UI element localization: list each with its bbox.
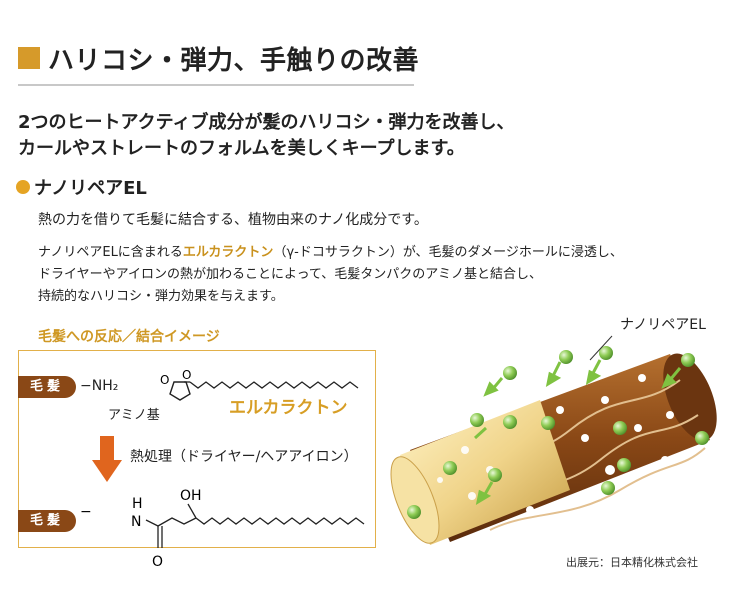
body-line-3: 持続的なハリコシ・弾力効果を与えます。 (38, 289, 284, 304)
ring-oxygen-label: O (182, 368, 191, 382)
heat-arrow-icon (92, 436, 122, 482)
hair-strand-illustration (390, 335, 717, 545)
amide-n-label: N (131, 514, 141, 530)
bond-dash: − (80, 504, 92, 520)
bullet-dot-icon (16, 180, 30, 194)
body-pre: ナノリペアELに含まれる (38, 245, 183, 260)
lead-text: 2つのヒートアクティブ成分が髪のハリコシ・弾力を改善し、 カールやストレートのフ… (18, 110, 515, 162)
nano-particles (407, 346, 709, 519)
diagram-title: 毛髪への反応／結合イメージ (38, 329, 220, 345)
lead-line-2: カールやストレートのフォルムを美しくキープします。 (18, 138, 465, 159)
lead-line-1: 2つのヒートアクティブ成分が髪のハリコシ・弾力を改善し、 (18, 112, 515, 133)
hair-tag-top: 毛髪 (18, 376, 76, 398)
bonded-structure: − H N OH O (80, 488, 365, 570)
source-credit: 出展元：日本精化株式会社 (566, 556, 698, 569)
hydroxyl-label: OH (180, 488, 202, 504)
body-line-2: ドライヤーやアイロンの熱が加わることによって、毛髪タンパクのアミノ基と結合し、 (38, 267, 543, 282)
heading-square-icon (18, 47, 40, 69)
amide-h-label: H (132, 496, 143, 512)
erucalactone-label: エルカラクトン (229, 398, 348, 418)
carbonyl-oxygen-label: O (160, 373, 169, 387)
hair-tag-bottom: 毛髪 (18, 510, 76, 532)
section-summary: 熱の力を借りて毛髪に結合する、植物由来のナノ化成分です。 (38, 212, 428, 228)
section-title: ナノリペアEL (34, 178, 147, 199)
body-highlight: エルカラクトン (182, 245, 274, 260)
body-line-1: ナノリペアELに含まれるエルカラクトン（γ-ドコサラクトン）が、毛髪のダメージホ… (38, 242, 623, 264)
body-line1-post: （γ-ドコサラクトン）が、毛髪のダメージホールに浸透し、 (273, 245, 623, 260)
amide-o-label: O (152, 554, 163, 570)
page-title: ハリコシ・弾力、手触りの改善 (48, 46, 420, 76)
heat-label: 熱処理（ドライヤー/ヘアアイロン） (130, 449, 358, 465)
nano-repair-callout: ナノリペアEL (620, 317, 706, 333)
nh2-label: −NH₂ (80, 378, 119, 394)
amino-label: アミノ基 (108, 408, 160, 423)
section-body: ナノリペアELに含まれるエルカラクトン（γ-ドコサラクトン）が、毛髪のダメージホ… (38, 242, 623, 308)
title-divider (18, 84, 414, 86)
erucalactone-structure: O O (160, 368, 359, 401)
